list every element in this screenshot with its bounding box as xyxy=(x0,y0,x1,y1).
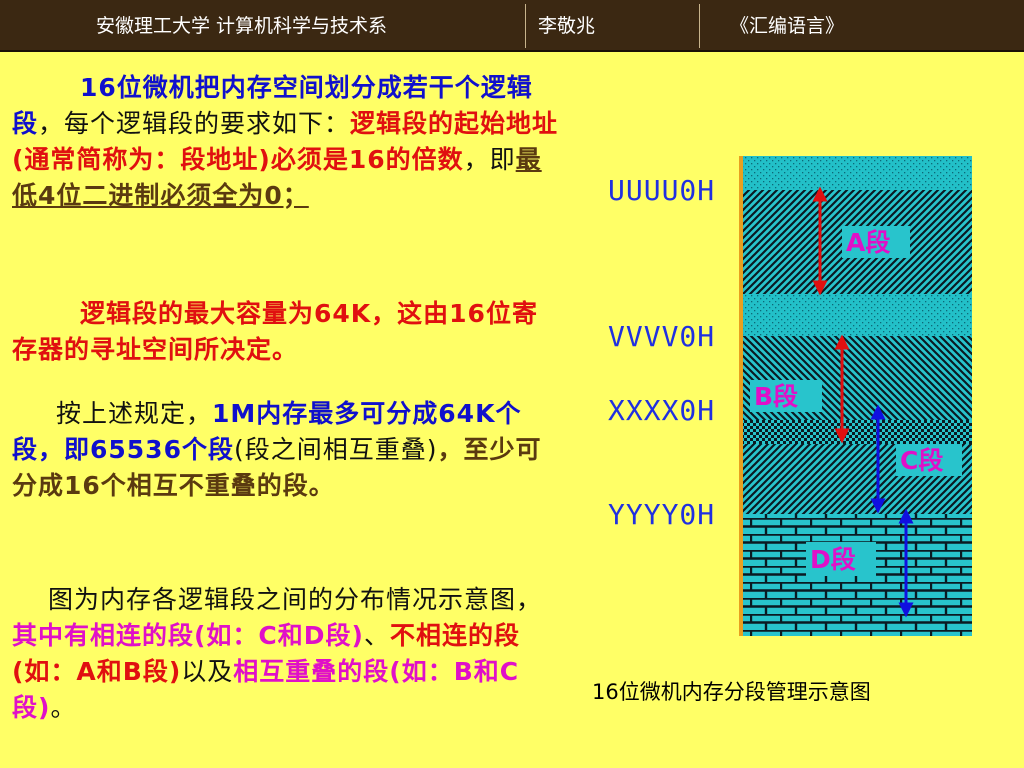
diagram-caption: 16位微机内存分段管理示意图 xyxy=(592,680,871,704)
segment-d-label: D段 xyxy=(810,545,856,574)
text-separate-segments: 不相连的段(如：A和B段) xyxy=(12,621,520,686)
segment-a-label: A段 xyxy=(846,228,890,257)
segment-c-label: C段 xyxy=(900,446,943,475)
text-diagram-intro: 图为内存各逻辑段之间的分布情况示意图， xyxy=(48,585,543,614)
text-segment-division: 16位微机把内存空间划分成若干个逻辑段 xyxy=(12,73,533,138)
paragraph-max-capacity: 逻辑段的最大容量为64K，这由16位寄存器的寻址空间所决定。 xyxy=(12,299,538,364)
paragraph-segment-count: 按上述规定，1M内存最多可分成64K个段，即65536个段(段之间相互重叠)，至… xyxy=(12,396,562,504)
text-requirements-intro: ，每个逻辑段的要求如下： xyxy=(38,109,351,138)
text-segment-address-rule: 逻辑段的起始地址(通常简称为：段地址)必须是16的倍数 xyxy=(12,109,559,174)
header-university: 安徽理工大学 计算机科学与技术系 xyxy=(96,15,388,37)
address-label-b: VVVV0H xyxy=(608,320,715,353)
text-adjacent-segments: 其中有相连的段(如：C和D段) xyxy=(12,621,364,650)
segment-a-label-bg xyxy=(842,226,910,258)
header-divider xyxy=(525,4,526,48)
segment-b-label: B段 xyxy=(754,382,798,411)
address-label-a: UUUU0H xyxy=(608,174,715,207)
text-separator: 、 xyxy=(363,621,390,650)
paragraph-diagram-explanation: 图为内存各逻辑段之间的分布情况示意图， 其中有相连的段(如：C和D段)、不相连的段… xyxy=(12,582,552,726)
memory-segment-diagram: UUUU0H VVVV0H XXXX0H YYYY0H A段 B段 C段 D段 xyxy=(608,156,972,636)
text-namely: ，即 xyxy=(463,145,516,174)
text-overlapping-segments: 相互重叠的段(如：B和C段) xyxy=(12,657,520,722)
memory-left-border xyxy=(739,156,743,636)
segment-d-label-bg xyxy=(806,542,876,576)
header-author: 李敬兆 xyxy=(538,15,596,37)
text-overlap-note: (段之间相互重叠) xyxy=(233,435,438,464)
text-and-also: 以及 xyxy=(181,657,234,686)
address-label-d: YYYY0H xyxy=(608,498,715,531)
header-divider xyxy=(699,4,700,48)
text-period: 。 xyxy=(50,693,77,722)
text-by-rules: 按上述规定， xyxy=(56,399,213,428)
segment-b-label-bg xyxy=(750,380,822,412)
address-label-c: XXXX0H xyxy=(608,394,715,427)
text-min-segments: ，至少可分成16个相互不重叠的段。 xyxy=(12,435,542,500)
segment-c-label-bg xyxy=(896,444,962,476)
text-low-bits-zero: 最低4位二进制必须全为0； xyxy=(12,145,542,210)
text-max-segments: 1M内存最多可分成64K个段，即65536个段 xyxy=(12,399,522,464)
paragraph-segment-rules: 16位微机把内存空间划分成若干个逻辑段，每个逻辑段的要求如下：逻辑段的起始地址(… xyxy=(12,70,562,214)
segment-bc-overlap-block xyxy=(740,420,972,444)
header-course: 《汇编语言》 xyxy=(730,15,845,37)
header-bar: 安徽理工大学 计算机科学与技术系 李敬兆 《汇编语言》 xyxy=(0,0,1024,52)
